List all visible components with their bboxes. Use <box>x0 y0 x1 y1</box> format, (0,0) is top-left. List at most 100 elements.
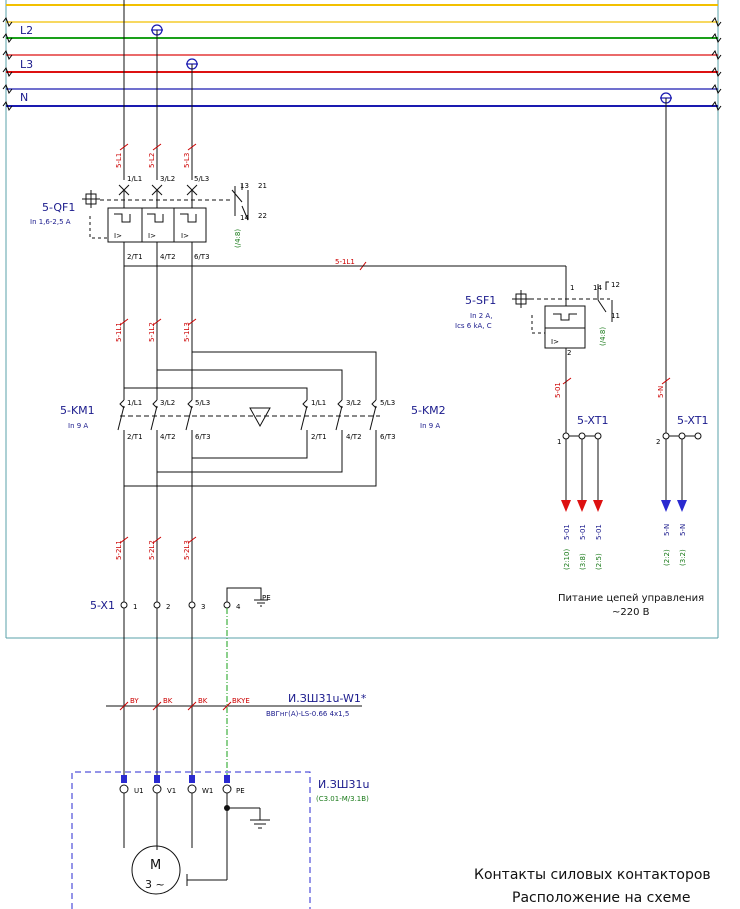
km1-pin: 4/T2 <box>160 433 176 441</box>
xt1-left: 5-XT1 1 (2:10) (3:8) (2:5) 5-01 5-01 5-0… <box>557 392 608 570</box>
cable-core: BK <box>163 697 173 705</box>
xt1-left-wire: 5-01 <box>579 524 587 540</box>
xt1-left-name: 5-XT1 <box>577 414 608 427</box>
motor-pin: V1 <box>167 787 176 795</box>
xt1-left-ref: (2:5) <box>595 553 603 570</box>
x1-pin: 4 <box>236 603 241 611</box>
motor-box-sub: (С3.01-М/3.1В) <box>316 795 369 803</box>
cable-core: BK <box>198 697 208 705</box>
cable-core: BKYE <box>232 697 250 705</box>
caption-line2: Расположение на схеме <box>512 890 690 906</box>
xt1-right-ref: (3:2) <box>679 549 687 566</box>
qf1-trip-2: I> <box>148 232 156 240</box>
sf1-name: 5-SF1 <box>465 294 496 307</box>
cable-name: И.ЗШ31u-W1* <box>288 692 367 705</box>
xt1-right: 5-XT1 2 (2:2) (3:2) 5-N 5-N <box>656 414 708 566</box>
supply-note-line2: ~220 В <box>612 607 650 618</box>
qf1-pin: 2/T1 <box>127 253 143 261</box>
qf1-pin: 3/L2 <box>160 175 175 183</box>
contactors: 5-KM1 In 9 A 1/L1 3/L2 5/L3 2/T1 4/T2 6/… <box>60 351 446 487</box>
xt1-left-wire: 5-01 <box>595 524 603 540</box>
xt1-right-name: 5-XT1 <box>677 414 708 427</box>
km2-pin: 6/T3 <box>380 433 396 441</box>
km1-rating: In 9 A <box>68 422 88 430</box>
qf1-aux-13: 13 <box>240 182 249 190</box>
qf1-aux-21: 21 <box>258 182 267 190</box>
wire-label: 5-1L1 <box>335 258 355 266</box>
xt1-left-ref: (2:10) <box>563 549 571 570</box>
qf1-ref: (/4:8) <box>234 229 242 248</box>
wire-label: 5-2L2 <box>148 540 156 560</box>
xt1-right-wire: 5-N <box>663 524 671 536</box>
km2-pin: 1/L1 <box>311 399 326 407</box>
qf1-aux-14: 14 <box>240 214 249 222</box>
km1-name: 5-KM1 <box>60 404 95 417</box>
km1-pin: 2/T1 <box>127 433 143 441</box>
x1-pin: 2 <box>166 603 170 611</box>
bus-label-l2: L2 <box>20 24 33 37</box>
sf1-aux-14: 14 <box>593 284 602 292</box>
qf1-pin: 4/T2 <box>160 253 176 261</box>
bus-lines <box>6 4 718 107</box>
xt1-right-wire: 5-N <box>679 524 687 536</box>
motor-pin: PE <box>236 787 245 795</box>
sf1-trip: I> <box>551 338 559 346</box>
wire-label: 5-1L1 <box>115 322 123 342</box>
km1-pin: 6/T3 <box>195 433 211 441</box>
cable-w1: BY BK BK BKYE И.ЗШ31u-W1* ВВГнг(А)-LS-0.… <box>106 692 367 718</box>
wire-label: 5-N <box>657 386 665 398</box>
qf1-pin: 6/T3 <box>194 253 210 261</box>
wire-label: 5-L1 <box>115 153 123 168</box>
km2-rating: In 9 A <box>420 422 440 430</box>
cable-core: BY <box>130 697 139 705</box>
km1-pin: 3/L2 <box>160 399 175 407</box>
qf1-rating: In 1,6-2,5 A <box>30 218 71 226</box>
qf1-pin: 5/L3 <box>194 175 209 183</box>
bus-label-l3: L3 <box>20 58 33 71</box>
qf1-trip-3: I> <box>181 232 189 240</box>
qf1-name: 5-QF1 <box>42 201 75 214</box>
qf1-trip-1: I> <box>114 232 122 240</box>
xt1-left-wire: 5-01 <box>563 524 571 540</box>
motor-pin: W1 <box>202 787 213 795</box>
sf1-breaker: I> 1 2 14 12 11 (/4:8) 5-SF1 In 2 A, Ics… <box>455 281 620 392</box>
wire-to-sf1 <box>124 265 567 290</box>
qf1-pin: 1/L1 <box>127 175 142 183</box>
sf1-rating2: Ics 6 kA, C <box>455 322 492 330</box>
sf1-aux-11: 11 <box>611 312 620 320</box>
bus-break-marks <box>2 16 722 112</box>
km1-pin: 1/L1 <box>127 399 142 407</box>
motor-pin: U1 <box>134 787 144 795</box>
motor-symbol: M <box>150 858 161 873</box>
x1-name: 5-X1 <box>90 599 115 612</box>
km2-pin: 4/T2 <box>346 433 362 441</box>
xt1-right-ref: (2:2) <box>663 549 671 566</box>
qf1-aux-22: 22 <box>258 212 267 220</box>
wire-label: 5-1L2 <box>148 322 156 342</box>
bus-taps <box>151 24 672 104</box>
wire-label: 5-01 <box>554 382 562 398</box>
sf1-pin2: 2 <box>567 349 571 357</box>
wire-labels-top: 5-L1 5-L2 5-L3 5-1L1 5-1L2 5-1L3 5-2L1 5… <box>115 153 665 560</box>
x1-pin: 1 <box>133 603 137 611</box>
qf1-breaker: I> I> I> 1/L1 3/L2 5/L3 2/T1 4/T2 6/T3 1… <box>30 175 267 261</box>
km2-pin: 2/T1 <box>311 433 327 441</box>
sf1-pin1: 1 <box>570 284 574 292</box>
cable-spec: ВВГнг(А)-LS-0.66 4x1,5 <box>266 710 349 718</box>
km2-pin: 3/L2 <box>346 399 361 407</box>
motor-type: 3 ~ <box>145 878 165 891</box>
sf1-ref: (/4:8) <box>599 327 607 346</box>
wire-label: 5-2L3 <box>183 540 191 560</box>
sf1-aux-12: 12 <box>611 281 620 289</box>
xt1-left-pin: 1 <box>557 438 561 446</box>
caption-line1: Контакты силовых контакторов <box>474 867 711 883</box>
wire-label: 5-L2 <box>148 153 156 168</box>
phase-wires <box>123 0 667 780</box>
wire-label: 5-2L1 <box>115 540 123 560</box>
km1-pin: 5/L3 <box>195 399 210 407</box>
motor-box-name: И.ЗШ31u <box>318 778 370 791</box>
xt1-right-pin: 2 <box>656 438 660 446</box>
bus-label-n: N <box>20 91 28 104</box>
xt1-left-ref: (3:8) <box>579 553 587 570</box>
sf1-rating1: In 2 A, <box>470 312 492 320</box>
